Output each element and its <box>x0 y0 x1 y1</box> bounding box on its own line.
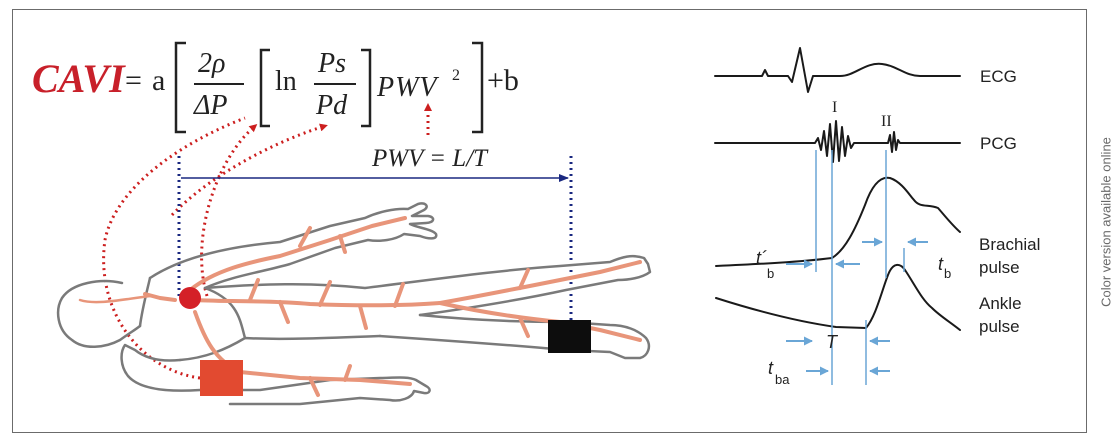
outer-left-bracket <box>174 41 186 134</box>
inner-left-bracket <box>259 48 270 128</box>
torso-top-outline <box>203 254 652 317</box>
ankle-label-line1: Ankle <box>979 294 1022 313</box>
numerator-2rho: 2ρ <box>198 48 225 79</box>
heart-marker <box>179 287 201 309</box>
brachial-cuff <box>200 360 243 396</box>
t-prime-b-label: t´ <box>756 248 767 268</box>
body-outline <box>56 202 652 406</box>
side-note: Color version available online <box>1098 137 1114 307</box>
heart-sound-i: I <box>832 99 837 116</box>
waveforms <box>714 47 961 331</box>
torso-bottom-outline <box>178 334 382 362</box>
lower-leg-artery <box>438 301 642 342</box>
upper-leg-artery <box>438 260 642 305</box>
trace-labels: ECG PCG Brachial pulse Ankle pulse <box>979 67 1040 336</box>
left-arm-artery <box>193 310 412 386</box>
inner-right-bracket <box>361 48 372 128</box>
figure-frame <box>12 9 1087 433</box>
cavi-term: CAVI <box>32 56 126 101</box>
ankle-cuff <box>548 320 591 353</box>
t-prime-b-subscript: b <box>767 266 774 281</box>
t-ba-subscript: ba <box>775 372 790 387</box>
chest-outline <box>203 286 247 340</box>
ecg-trace <box>714 47 961 93</box>
numerator-ps: Ps <box>317 48 346 79</box>
ln-operator: ln <box>275 66 297 97</box>
timing-guides <box>815 150 905 385</box>
brachial-label-line1: Brachial <box>979 235 1040 254</box>
ankle-label-line2: pulse <box>979 317 1020 336</box>
branch-1 <box>248 278 405 330</box>
t-ba-label: t <box>768 358 774 378</box>
t-b-label: t <box>938 254 944 274</box>
right-arm-artery <box>188 216 407 292</box>
ankle-trace <box>715 264 961 331</box>
heart-sound-ii: II <box>881 113 892 130</box>
plus-b-term: +b <box>487 64 519 97</box>
arterial-tree <box>78 216 642 397</box>
ecg-label: ECG <box>980 67 1017 86</box>
upper-arm-outline <box>148 202 438 290</box>
aorta <box>193 298 442 308</box>
lower-arm-outline <box>120 343 431 406</box>
interval-labels: t´ b t b T t ba <box>756 248 951 387</box>
T-label: T <box>826 332 839 352</box>
outer-right-bracket <box>472 41 484 134</box>
connector-to-ln-ratio <box>170 123 328 217</box>
pwv-definition: PWV = L/T <box>371 145 489 172</box>
coefficient-a: a <box>152 64 165 97</box>
pcg-label: PCG <box>980 134 1017 153</box>
pwv-exponent: 2 <box>452 67 460 84</box>
branch-2 <box>298 226 530 397</box>
denominator-delta-p: ΔP <box>193 90 228 121</box>
denominator-pd: Pd <box>315 90 348 121</box>
t-b-subscript: b <box>944 266 951 281</box>
pcg-trace <box>714 120 961 163</box>
collar-outline <box>138 276 152 328</box>
pwv-term: PWV <box>376 72 439 103</box>
cavi-formula: CAVI = a 2ρ ΔP ln Ps Pd PWV 2 +b PWV = L… <box>32 41 519 172</box>
brachial-trace <box>715 176 961 267</box>
lower-leg-outline <box>378 313 651 360</box>
head-outline <box>56 279 142 348</box>
equals-sign: = <box>125 64 142 97</box>
brain-artery <box>78 294 152 304</box>
brachial-label-line2: pulse <box>979 258 1020 277</box>
interval-arrows <box>786 237 928 376</box>
connector-cuff-to-formula <box>102 116 246 380</box>
